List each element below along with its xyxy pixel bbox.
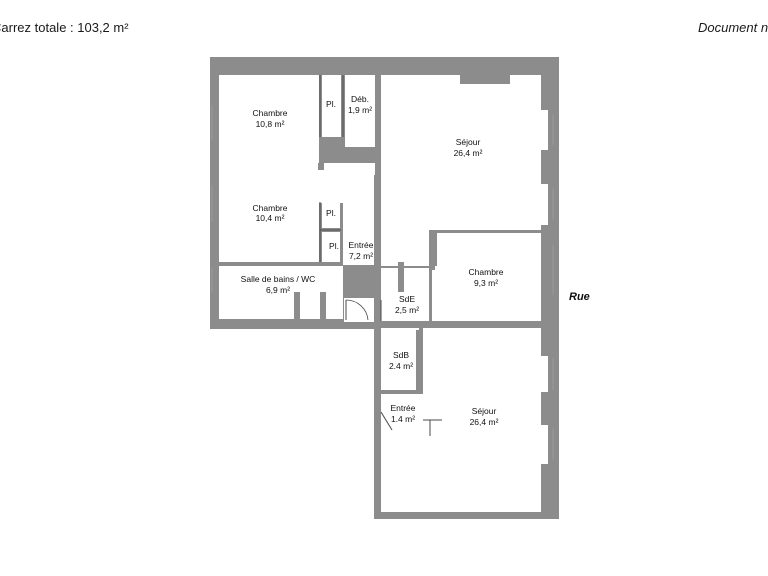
wall-stubs: [294, 163, 435, 394]
area-sdb-2: 2.4 m²: [389, 361, 413, 371]
area-entree-1: 7,2 m²: [349, 251, 373, 261]
label-placard-1: Pl.: [326, 99, 336, 109]
area-chambre-2: 10,4 m²: [256, 213, 285, 223]
stub-sde: [398, 262, 404, 292]
area-sde: 2,5 m²: [395, 305, 419, 315]
room-sejour-2: [381, 328, 548, 512]
room-chambre-3: [437, 233, 541, 321]
entrance-door: [344, 298, 374, 322]
room-chambre-1: [219, 75, 319, 163]
label-chambre-3: Chambre: [469, 267, 504, 277]
street-label: Rue: [569, 291, 590, 303]
label-entree-2: Entrée: [390, 403, 415, 413]
stub-chambre: [429, 230, 435, 270]
label-sejour-2: Séjour: [472, 406, 497, 416]
hall-corridor: [219, 163, 375, 170]
stub-sdb-2: [320, 292, 326, 322]
room-sdb-2: [381, 328, 419, 390]
label-chambre-1: Chambre: [253, 108, 288, 118]
room-labels: Chambre 10,8 m² Pl. Déb. 1,9 m² Séjour 2…: [241, 94, 590, 427]
carrez-total-label: Carrez totale : 103,2 m²: [0, 20, 129, 35]
door-swing-arc: [345, 299, 369, 321]
label-chambre-2: Chambre: [253, 203, 288, 213]
area-salle-de-bains: 6,9 m²: [266, 285, 290, 295]
stub-entree: [374, 175, 380, 265]
windows: [211, 105, 554, 460]
entree-hall-ext: [319, 163, 375, 203]
label-salle-de-bains: Salle de bains / WC: [241, 274, 316, 284]
room-placard-1: [322, 75, 341, 137]
room-interiors: [219, 75, 548, 512]
room-placard-3: [322, 232, 340, 262]
room-debarras: [345, 75, 375, 147]
label-debarras: Déb.: [351, 94, 369, 104]
document-label: Document n: [698, 20, 768, 35]
chambre-3-ext: [432, 266, 452, 321]
label-sdb-2: SdB: [393, 350, 409, 360]
area-sejour-2: 26,4 m²: [470, 417, 499, 427]
entree-2-door: [380, 411, 393, 431]
partition-details: [319, 75, 442, 436]
area-sejour-1: 26,4 m²: [454, 148, 483, 158]
area-chambre-1: 10,8 m²: [256, 119, 285, 129]
room-sde: [381, 268, 429, 321]
area-debarras: 1,9 m²: [348, 105, 372, 115]
stub-sdb2: [416, 330, 422, 394]
label-placard-2: Pl.: [326, 208, 336, 218]
area-entree-2: 1.4 m²: [391, 414, 415, 424]
area-chambre-3: 9,3 m²: [474, 278, 498, 288]
label-entree-1: Entrée: [348, 240, 373, 250]
label-sejour-1: Séjour: [456, 137, 481, 147]
label-sde: SdE: [399, 294, 415, 304]
label-placard-3: Pl.: [329, 241, 339, 251]
room-placard-2: [322, 202, 340, 228]
room-sejour-1: [381, 75, 548, 266]
stub-1: [318, 163, 324, 170]
room-chambre-2: [219, 170, 319, 262]
door-opening: [344, 298, 374, 322]
stub-sdb-1: [294, 292, 300, 322]
